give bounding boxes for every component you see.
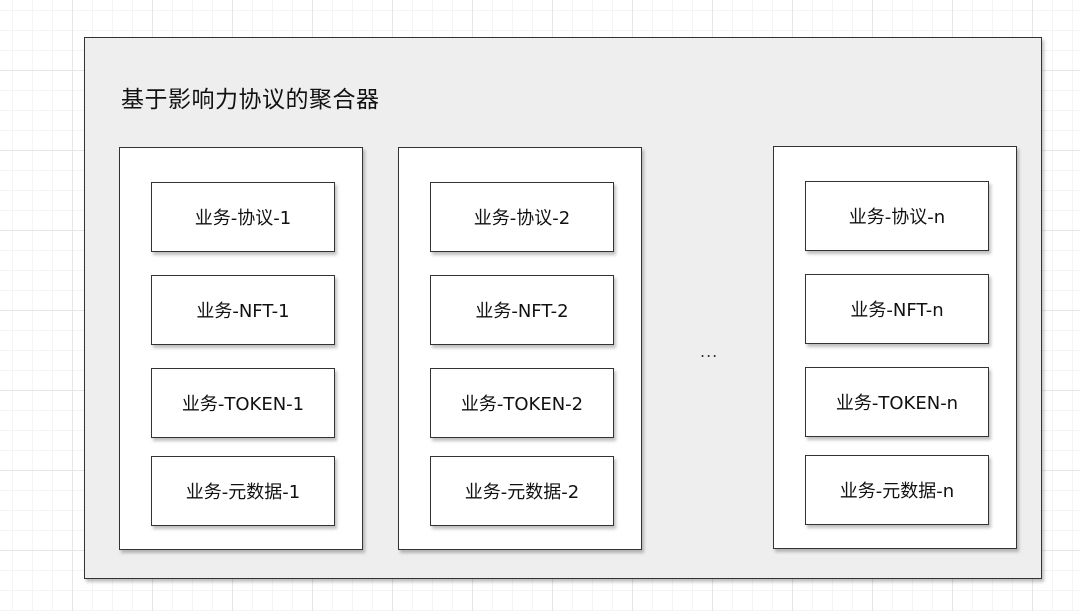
business-nft-box: 业务-NFT-n [805, 274, 989, 344]
business-nft-box: 业务-NFT-1 [151, 275, 335, 345]
business-metadata-box: 业务-元数据-n [805, 455, 989, 525]
aggregator-title: 基于影响力协议的聚合器 [121, 87, 380, 113]
business-metadata-box: 业务-元数据-1 [151, 456, 335, 526]
business-group-2: 业务-协议-2 业务-NFT-2 业务-TOKEN-2 业务-元数据-2 [398, 147, 642, 550]
business-token-box: 业务-TOKEN-1 [151, 368, 335, 438]
business-protocol-box: 业务-协议-2 [430, 182, 614, 252]
ellipsis-more-groups: ... [700, 342, 719, 361]
business-group-n: 业务-协议-n 业务-NFT-n 业务-TOKEN-n 业务-元数据-n [773, 146, 1017, 549]
business-protocol-box: 业务-协议-n [805, 181, 989, 251]
business-group-1: 业务-协议-1 业务-NFT-1 业务-TOKEN-1 业务-元数据-1 [119, 147, 363, 550]
business-token-box: 业务-TOKEN-2 [430, 368, 614, 438]
business-token-box: 业务-TOKEN-n [805, 367, 989, 437]
business-nft-box: 业务-NFT-2 [430, 275, 614, 345]
business-protocol-box: 业务-协议-1 [151, 182, 335, 252]
business-metadata-box: 业务-元数据-2 [430, 456, 614, 526]
